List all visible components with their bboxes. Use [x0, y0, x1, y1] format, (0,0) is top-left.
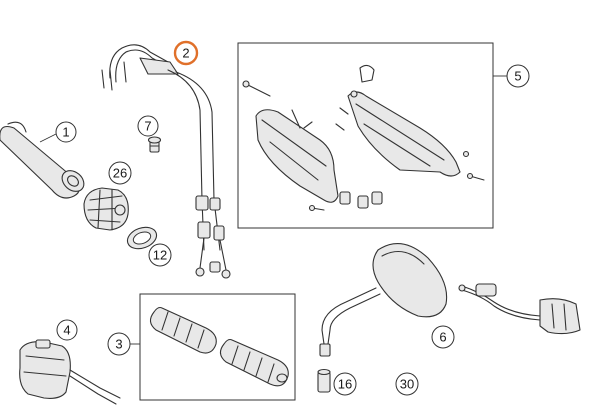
callout-4: 4	[56, 319, 78, 341]
callout-6-label: 6	[439, 330, 446, 345]
callout-12-label: 12	[153, 248, 167, 263]
callout-2: 2	[173, 40, 199, 66]
callout-26-label: 26	[113, 166, 127, 181]
part-grip-left	[149, 306, 217, 354]
part-switch-cable	[458, 283, 581, 335]
part-throttle-cables	[101, 44, 231, 279]
callout-7: 7	[137, 115, 159, 137]
callout-1-label: 1	[62, 125, 69, 140]
part-screw-7	[147, 136, 162, 153]
part-grip-right	[219, 338, 289, 387]
box-grips	[139, 293, 296, 401]
callout-12: 12	[148, 243, 172, 267]
callout-16-label: 16	[338, 377, 352, 392]
callout-30-label: 30	[400, 377, 414, 392]
box-handguard-kit	[237, 42, 494, 229]
callout-1: 1	[55, 121, 77, 143]
callout-6: 6	[431, 325, 455, 349]
part-ring-clamp	[126, 226, 158, 250]
callout-30: 30	[395, 372, 419, 396]
callout-16: 16	[333, 372, 357, 396]
callout-4-label: 4	[63, 323, 70, 338]
leader-1	[39, 133, 57, 143]
callout-2-label: 2	[182, 46, 189, 61]
part-throttle-housing	[83, 187, 129, 231]
callout-5: 5	[506, 64, 530, 88]
part-grip-tube	[0, 121, 85, 199]
part-throttle-switch	[19, 339, 121, 405]
callout-3-label: 3	[115, 337, 122, 352]
callout-7-label: 7	[144, 119, 151, 134]
part-nut-16	[317, 368, 331, 393]
callout-3: 3	[107, 332, 131, 356]
part-handguard-right	[335, 64, 485, 205]
callout-26: 26	[108, 161, 132, 185]
callout-5-label: 5	[514, 69, 521, 84]
part-mirror	[319, 243, 448, 357]
part-handguard-left	[242, 80, 369, 212]
